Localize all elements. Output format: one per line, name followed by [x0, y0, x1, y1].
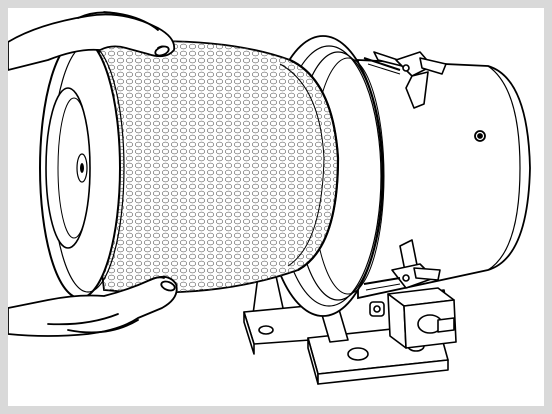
- filter-cartridge-icon: [39, 37, 340, 299]
- hand-upper-icon: [8, 11, 176, 71]
- housing-cylinder: [357, 59, 531, 300]
- latch-clamp-lower-icon: [363, 239, 441, 291]
- illustration-frame: [8, 8, 544, 406]
- junction-box-icon: [369, 287, 457, 349]
- latch-clamp-icon: [363, 51, 447, 109]
- hand-lower-icon: [8, 275, 178, 337]
- filter-replacement-illustration: [8, 11, 531, 385]
